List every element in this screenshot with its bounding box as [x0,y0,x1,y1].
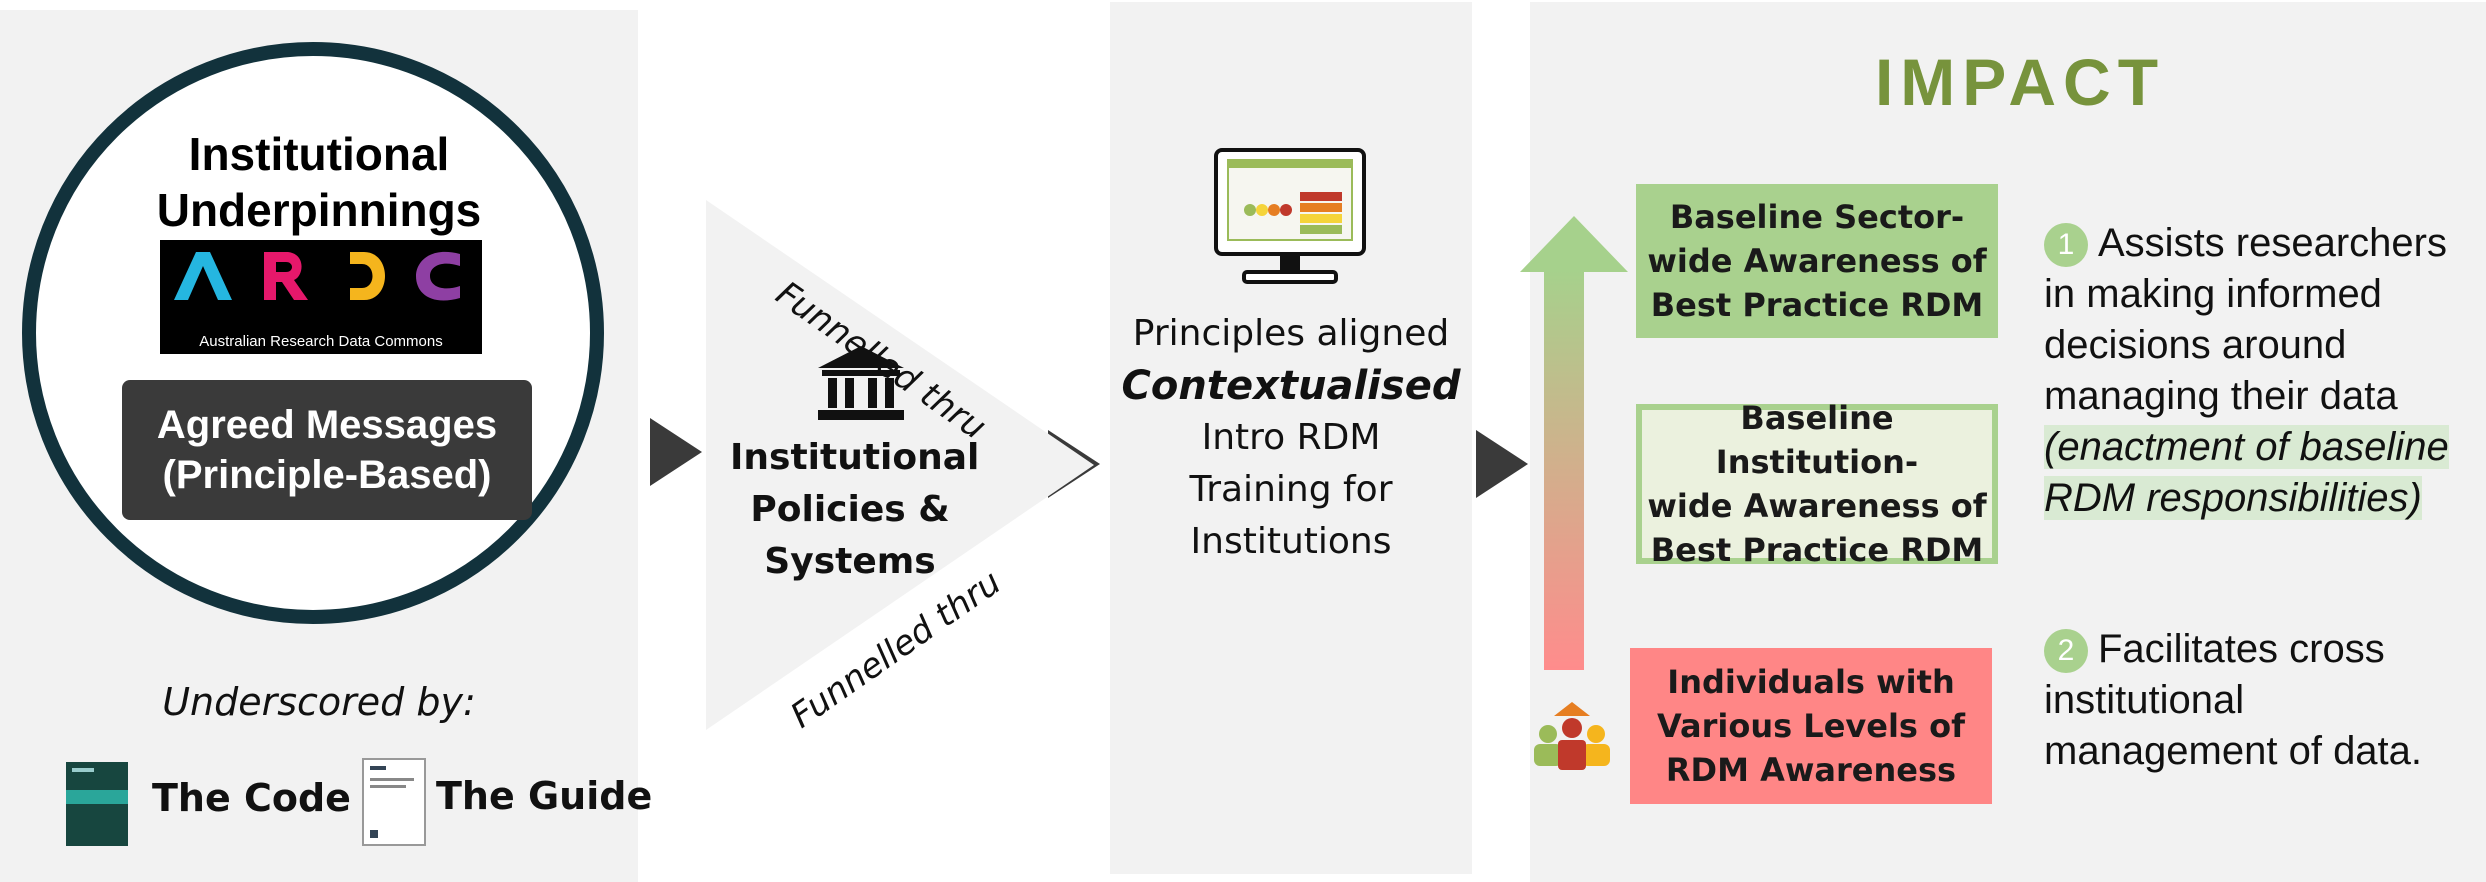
level-institution-line-2: wide Awareness of [1647,487,1987,525]
level-institution-line-1: Baseline Institution- [1715,399,1919,481]
level-sector: Baseline Sector- wide Awareness of Best … [1636,184,1998,338]
training-line-4: Training for [1189,469,1393,510]
awareness-arrow-shaft [1544,270,1584,670]
policies-line-1: Institutional [730,437,980,478]
monitor-icon [1214,148,1366,284]
agreed-messages-box: Agreed Messages (Principle-Based) [122,380,532,520]
ardc-caption: Australian Research Data Commons [199,333,443,350]
level-individuals-line-2: Various Levels of [1656,707,1966,745]
training-text: Principles aligned Contextualised Intro … [1110,308,1472,568]
benefit-1-line-2: in making informed [2044,272,2382,316]
level-sector-line-3: Best Practice RDM [1650,286,1984,324]
people-group-icon [1534,702,1610,770]
level-institution-line-3: Best Practice RDM [1650,531,1984,569]
arrow-1 [650,418,702,486]
policies-line-2: Policies & [750,489,950,530]
training-line-3: Intro RDM [1201,417,1381,458]
arrow-3 [1476,430,1528,498]
awareness-arrow-head [1520,216,1628,272]
guide-label: The Guide [436,774,653,818]
level-institution: Baseline Institution- wide Awareness of … [1636,399,1998,569]
underpinnings-title: Institutional Underpinnings [0,126,638,238]
ardc-logo: Australian Research Data Commons [160,240,482,354]
training-line-1: Principles aligned [1132,313,1450,354]
training-line-5: Institutions [1190,521,1392,562]
level-individuals-line-3: RDM Awareness [1665,751,1957,789]
level-sector-line-2: wide Awareness of [1647,242,1987,280]
institution-icon [818,346,904,420]
benefit-1-line-1: Assists researchers [2098,221,2447,265]
benefit-1-line-3: decisions around [2044,323,2347,367]
benefit-2-number: 2 [2044,629,2088,673]
level-individuals-line-1: Individuals with [1667,663,1955,701]
title-line-2: Underpinnings [156,184,482,236]
guide-document-icon [362,758,426,846]
level-individuals: Individuals with Various Levels of RDM A… [1630,648,1992,804]
benefit-1-number: 1 [2044,223,2088,267]
policies-line-3: Systems [764,541,936,582]
benefit-1-line-5: (enactment of baseline [2044,425,2449,469]
agreed-line-1: Agreed Messages [156,403,498,447]
benefit-2-line-3: management of data. [2044,729,2423,773]
benefit-2-line-1: Facilitates cross [2098,627,2385,671]
code-label: The Code [152,776,351,820]
training-line-2: Contextualised [1121,363,1461,409]
benefit-1-line-6: RDM responsibilities) [2044,476,2422,520]
code-book-icon [66,762,128,846]
benefit-2-line-2: institutional [2044,678,2245,722]
benefit-1-line-4: managing their data [2044,374,2398,418]
level-sector-line-1: Baseline Sector- [1669,198,1965,236]
ardc-letters-icon [174,251,460,301]
funnel-triangle [706,200,1094,730]
underscored-label: Underscored by: [162,680,476,724]
policies-label: Institutional Policies & Systems [730,432,980,588]
agreed-line-2: (Principle-Based) [162,453,492,497]
training-panel [1110,2,1472,874]
impact-heading: IMPACT [1874,45,2166,119]
title-line-1: Institutional [188,128,450,180]
